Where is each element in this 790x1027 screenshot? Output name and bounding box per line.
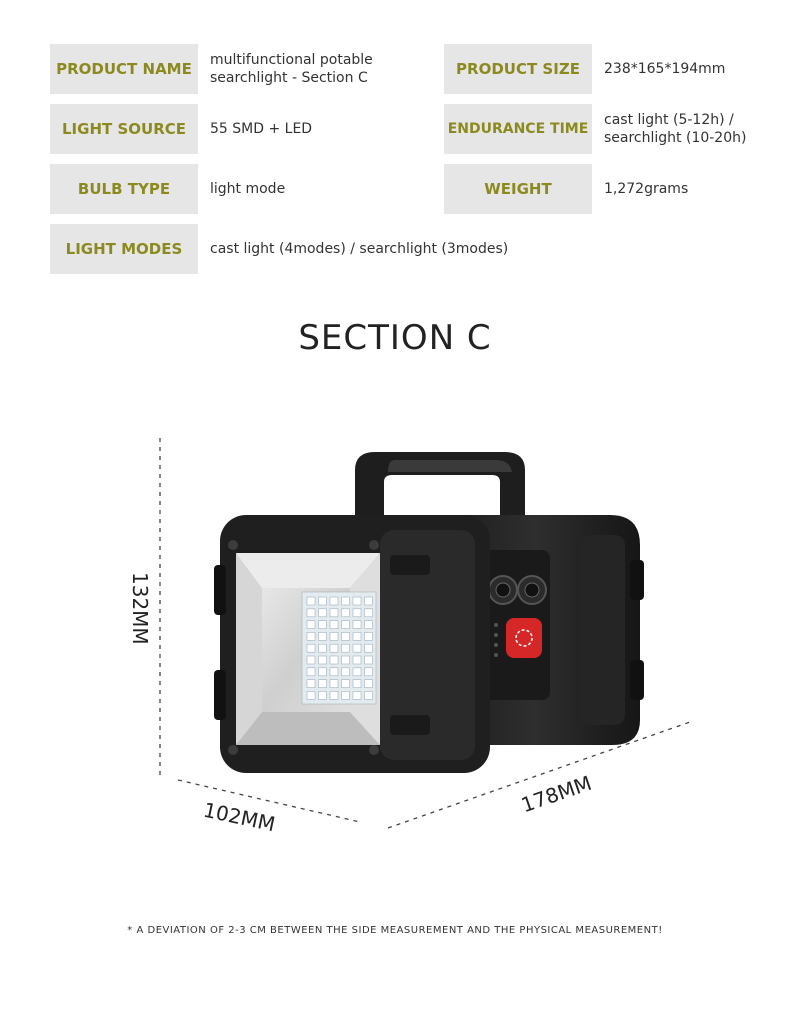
led-chip — [329, 596, 339, 606]
led-chip — [364, 632, 373, 641]
led-chip — [318, 596, 327, 606]
led-chip — [306, 608, 316, 618]
led-chip — [318, 691, 327, 700]
led-chip — [341, 691, 350, 700]
bulb-type-value: light mode — [210, 181, 286, 197]
led-chip — [318, 655, 327, 665]
led-chip — [352, 632, 362, 641]
led-chip — [318, 620, 327, 629]
led-chip — [318, 643, 327, 653]
led-chip — [341, 655, 350, 665]
led-chip — [341, 679, 350, 688]
led-chip — [352, 655, 362, 665]
deviation-footnote: * A DEVIATION OF 2-3 CM BETWEEN THE SIDE… — [127, 925, 663, 936]
led-chip — [341, 643, 350, 653]
searchlight-illustration — [159, 438, 691, 829]
led-chip — [306, 596, 316, 606]
height-dimension-label: 132MM — [128, 572, 152, 645]
weight-label: WEIGHT — [444, 164, 592, 214]
light-source-value: 55 SMD + LED — [210, 121, 313, 137]
led-chip — [329, 620, 339, 629]
led-chip — [329, 632, 339, 641]
led-chip — [341, 596, 350, 606]
led-chip — [306, 620, 316, 629]
led-chip — [364, 608, 373, 618]
led-chip — [329, 608, 339, 618]
led-chip — [306, 643, 316, 653]
led-chip — [329, 679, 339, 688]
led-chip — [318, 608, 327, 618]
endurance-time-label: ENDURANCE TIME — [444, 104, 592, 154]
led-chip — [329, 667, 339, 677]
led-chip — [341, 632, 350, 641]
power-button — [506, 618, 542, 658]
led-chip — [306, 655, 316, 665]
led-chip — [318, 632, 327, 641]
led-chip — [329, 643, 339, 653]
led-chip — [352, 608, 362, 618]
led-chip — [341, 620, 350, 629]
depth-dimension-line — [177, 779, 361, 823]
weight-value: 1,272grams — [604, 181, 689, 197]
led-chip — [352, 596, 362, 606]
led-chip — [318, 679, 327, 688]
light-source-label: LIGHT SOURCE — [50, 104, 198, 154]
led-chip — [364, 620, 373, 629]
product-name-value: multifunctional potable searchlight - Se… — [210, 52, 373, 86]
section-title: SECTION C — [298, 318, 492, 358]
led-chip — [341, 608, 350, 618]
light-modes-value: cast light (4modes) / searchlight (3mode… — [210, 241, 509, 257]
led-chip — [341, 667, 350, 677]
led-chip — [329, 655, 339, 665]
led-dots — [306, 596, 373, 700]
product-name-label: PRODUCT NAME — [50, 44, 198, 94]
light-modes-label: LIGHT MODES — [50, 224, 198, 274]
led-chip — [364, 667, 373, 677]
led-chip — [364, 655, 373, 665]
led-chip — [364, 643, 373, 653]
product-size-value: 238*165*194mm — [604, 61, 726, 77]
led-chip — [364, 691, 373, 700]
led-chip — [364, 596, 373, 606]
led-chip — [306, 667, 316, 677]
led-chip — [352, 679, 362, 688]
led-chip — [364, 679, 373, 688]
bulb-type-label: BULB TYPE — [50, 164, 198, 214]
led-chip — [352, 691, 362, 700]
endurance-time-value: cast light (5-12h) / searchlight (10-20h… — [604, 112, 747, 146]
product-size-label: PRODUCT SIZE — [444, 44, 592, 94]
led-chip — [306, 691, 316, 700]
led-chip — [306, 679, 316, 688]
led-chip — [329, 691, 339, 700]
led-chip — [352, 667, 362, 677]
led-chip — [352, 620, 362, 629]
led-chip — [352, 643, 362, 653]
led-chip — [318, 667, 327, 677]
led-chip — [306, 632, 316, 641]
